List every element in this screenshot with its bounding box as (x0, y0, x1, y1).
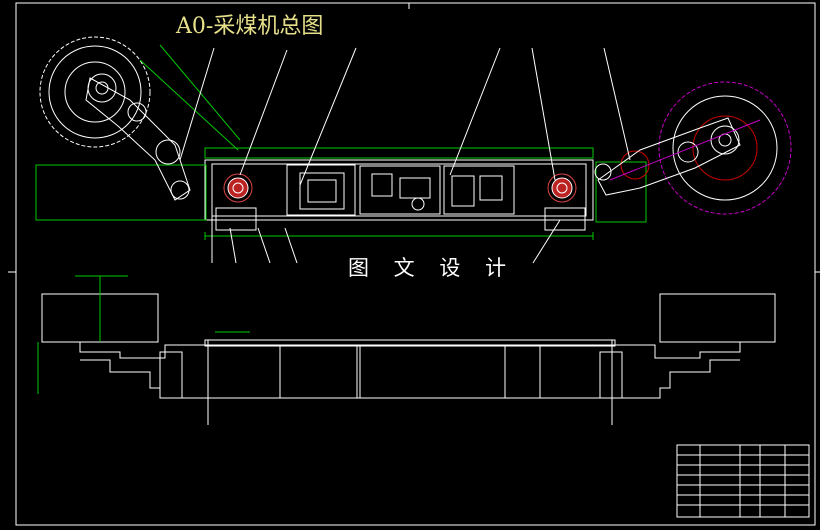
sheet-border (15, 2, 816, 526)
right-cutter-drum (594, 81, 792, 215)
shearer-body-top (35, 147, 647, 240)
design-caption: 图 文 设 计 (348, 256, 516, 280)
shearer-body-front (37, 275, 776, 425)
title-block (676, 444, 810, 518)
drawing-title: A0-采煤机总图 (176, 14, 324, 39)
left-cutter-drum (39, 36, 241, 201)
leader-lines (179, 47, 631, 264)
